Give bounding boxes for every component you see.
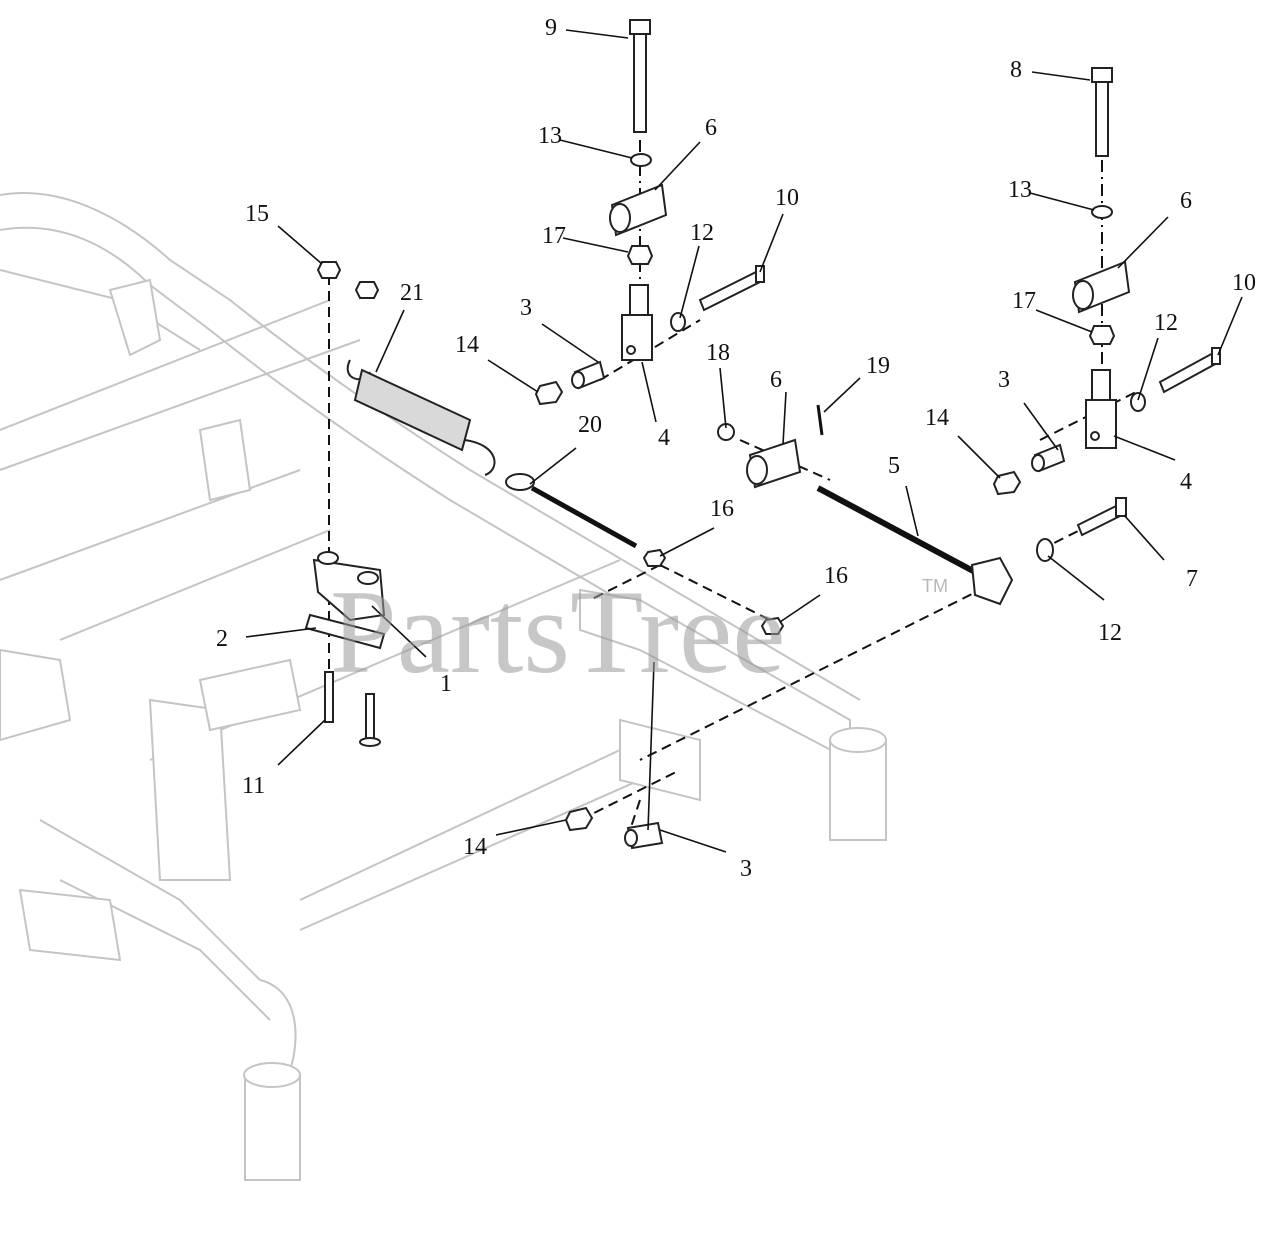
clip-12-right xyxy=(1130,392,1146,412)
pin-19 xyxy=(816,404,824,436)
callout-6-center: 6 xyxy=(770,367,782,393)
leader-lines xyxy=(245,29,1243,853)
shaft-4-right xyxy=(1085,369,1117,449)
pin-11-right xyxy=(359,693,381,747)
rod-20 xyxy=(505,473,638,549)
nut-14-lower xyxy=(564,806,594,832)
plate-2 xyxy=(304,613,386,650)
callout-14-left: 14 xyxy=(455,332,479,358)
mower-frame xyxy=(0,192,887,1181)
callout-3-left: 3 xyxy=(520,295,532,321)
watermark-trademark: TM xyxy=(922,576,948,596)
callout-3-right: 3 xyxy=(998,367,1010,393)
bolt-7 xyxy=(1076,497,1127,537)
callout-3-lower: 3 xyxy=(740,856,752,882)
pivot-block-6-center xyxy=(746,438,802,489)
bolt-9 xyxy=(629,19,651,133)
nut-spare xyxy=(354,281,380,299)
callout-10-left: 10 xyxy=(775,185,799,211)
callout-1: 1 xyxy=(440,671,452,697)
nut-17-left xyxy=(626,245,654,265)
callout-9: 9 xyxy=(545,15,557,41)
washer-13-left xyxy=(630,153,652,167)
callout-4-right: 4 xyxy=(1180,469,1192,495)
callout-2: 2 xyxy=(216,626,228,652)
callout-5: 5 xyxy=(888,453,900,479)
callout-17-right: 17 xyxy=(1012,288,1036,314)
nut-17-right xyxy=(1088,325,1116,345)
callout-14-lower: 14 xyxy=(463,834,487,860)
callout-15: 15 xyxy=(245,201,269,227)
callout-16-lower: 16 xyxy=(824,563,848,589)
callout-6-right: 6 xyxy=(1180,188,1192,214)
pin-10-right xyxy=(1158,347,1221,394)
callout-21: 21 xyxy=(400,280,424,306)
nut-15 xyxy=(316,261,342,279)
spacer-3-left xyxy=(571,360,606,390)
watermark-text: PartsTree xyxy=(330,565,786,698)
callout-14-right: 14 xyxy=(925,405,949,431)
callout-8: 8 xyxy=(1010,57,1022,83)
callout-18: 18 xyxy=(706,340,730,366)
bracket-1 xyxy=(312,551,386,622)
pivot-block-6-right xyxy=(1072,260,1131,314)
pin-10-left xyxy=(698,265,766,312)
callout-10-right: 10 xyxy=(1232,270,1256,296)
callout-6-left: 6 xyxy=(705,115,717,141)
rod-5 xyxy=(816,485,1014,606)
callout-19: 19 xyxy=(866,353,890,379)
callout-12-left: 12 xyxy=(690,220,714,246)
clip-12-left xyxy=(670,312,686,332)
callout-12-lower: 12 xyxy=(1098,620,1122,646)
parts xyxy=(304,19,1221,850)
nut-16-lower xyxy=(760,616,785,635)
callout-13-right: 13 xyxy=(1008,177,1032,203)
callout-16-upper: 16 xyxy=(710,496,734,522)
callout-20: 20 xyxy=(578,412,602,438)
washer-12-lower xyxy=(1036,538,1054,562)
callout-17-left: 17 xyxy=(542,223,566,249)
spacer-3-lower xyxy=(624,821,664,850)
bolt-8 xyxy=(1091,67,1113,157)
callout-12-right: 12 xyxy=(1154,310,1178,336)
callout-7: 7 xyxy=(1186,566,1198,592)
shaft-4-left xyxy=(621,284,653,361)
pivot-block-6-left xyxy=(609,183,668,237)
pin-11-left xyxy=(324,671,334,723)
spacer-3-right xyxy=(1031,443,1066,473)
nut-14-left xyxy=(534,380,564,406)
washer-13-right xyxy=(1091,205,1113,219)
callout-13-left: 13 xyxy=(538,123,562,149)
spring-21 xyxy=(346,359,496,476)
callout-4-left: 4 xyxy=(658,425,670,451)
callout-labels: 9 8 13 13 6 6 6 17 17 12 12 12 10 10 3 3… xyxy=(216,15,1256,882)
callout-11: 11 xyxy=(242,773,265,799)
nut-16-upper xyxy=(642,548,667,567)
